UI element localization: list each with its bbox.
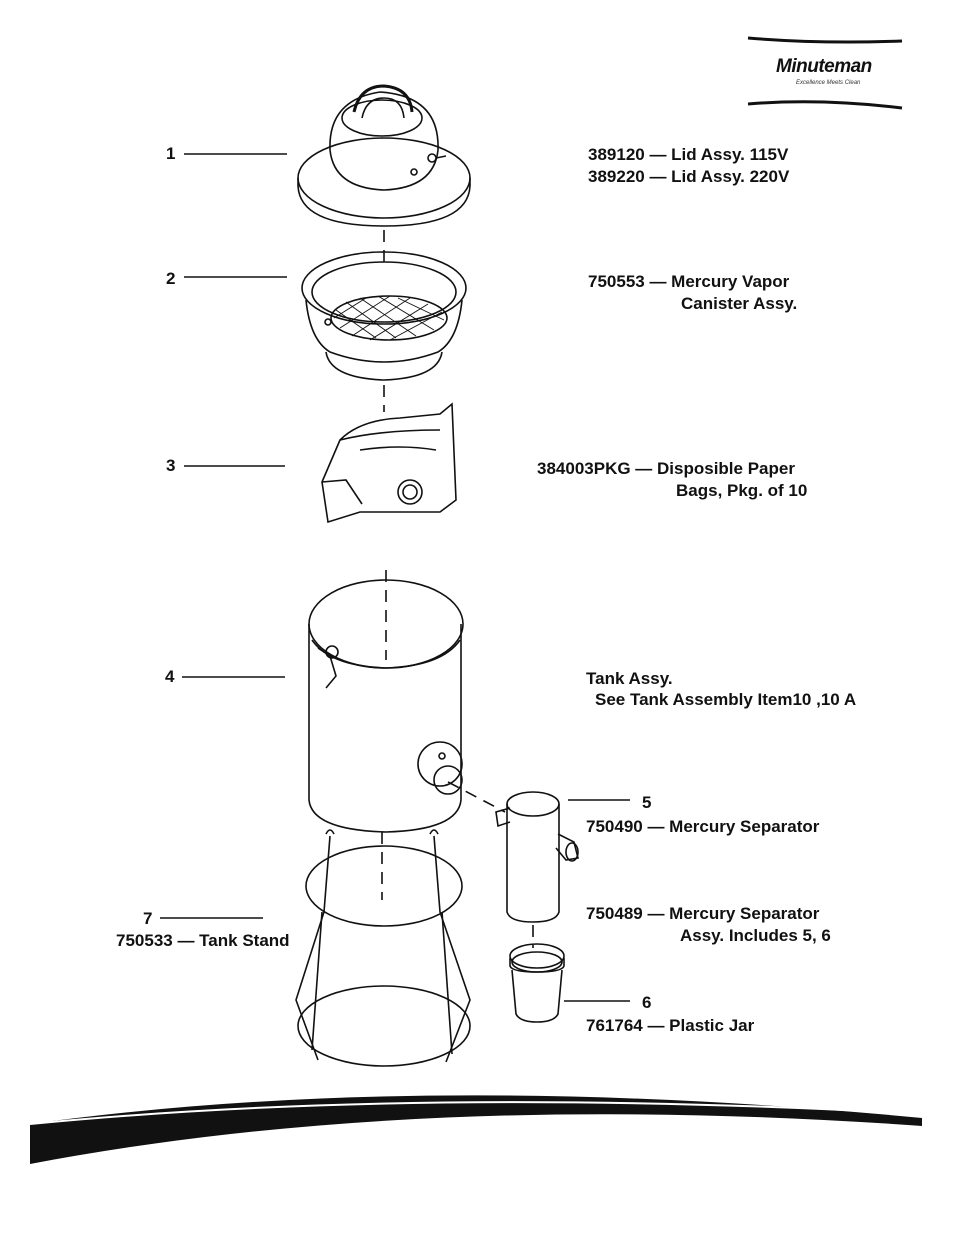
canister-assembly-drawing (301, 251, 467, 381)
brand-tagline: Excellence Meets Clean (796, 80, 861, 86)
lid-assembly-drawing (297, 84, 471, 227)
part-label-canister: 750553 — Mercury Vapor (588, 272, 790, 291)
callout-2: 2 (166, 269, 176, 288)
callout-5: 5 (642, 793, 652, 812)
part-label-tank: Tank Assy. (586, 669, 673, 688)
part-label-mercury-separator: 750490 — Mercury Separator (586, 817, 820, 836)
part-label-lid-220v: 389220 — Lid Assy. 220V (588, 167, 790, 186)
part-label-tank-see: See Tank Assembly Item10 ,10 A (595, 690, 857, 709)
bottom-swoosh-highlight (29, 1101, 923, 1125)
part-label-separator-assy: 750489 — Mercury Separator (586, 904, 820, 923)
part-label-lid-115v: 389120 — Lid Assy. 115V (588, 145, 789, 164)
brand-logo: Minuteman (776, 56, 872, 77)
callout-3: 3 (166, 456, 176, 475)
mercury-separator-drawing (495, 791, 579, 923)
bottom-swoosh-band (30, 1095, 922, 1164)
tank-stand-drawing (295, 829, 471, 1067)
part-label-separator-assy-line2: Assy. Includes 5, 6 (680, 926, 831, 945)
center-axis (381, 230, 534, 948)
callout-6: 6 (642, 993, 652, 1012)
part-label-plastic-jar: 761764 — Plastic Jar (586, 1016, 755, 1035)
logo-swoosh-bottom (747, 100, 903, 110)
part-label-paper-bags-line2: Bags, Pkg. of 10 (676, 481, 808, 500)
callout-1: 1 (166, 144, 176, 163)
part-label-paper-bags: 384003PKG — Disposible Paper (537, 459, 795, 478)
plastic-jar-drawing (509, 943, 565, 1023)
logo-swoosh-top (747, 36, 903, 44)
part-label-tank-stand: 750533 — Tank Stand (116, 931, 290, 950)
callout-7: 7 (143, 909, 153, 928)
tank-drawing (308, 579, 464, 833)
paper-bag-drawing (321, 402, 457, 524)
callout-4: 4 (165, 667, 175, 686)
part-label-canister-line2: Canister Assy. (681, 294, 798, 313)
